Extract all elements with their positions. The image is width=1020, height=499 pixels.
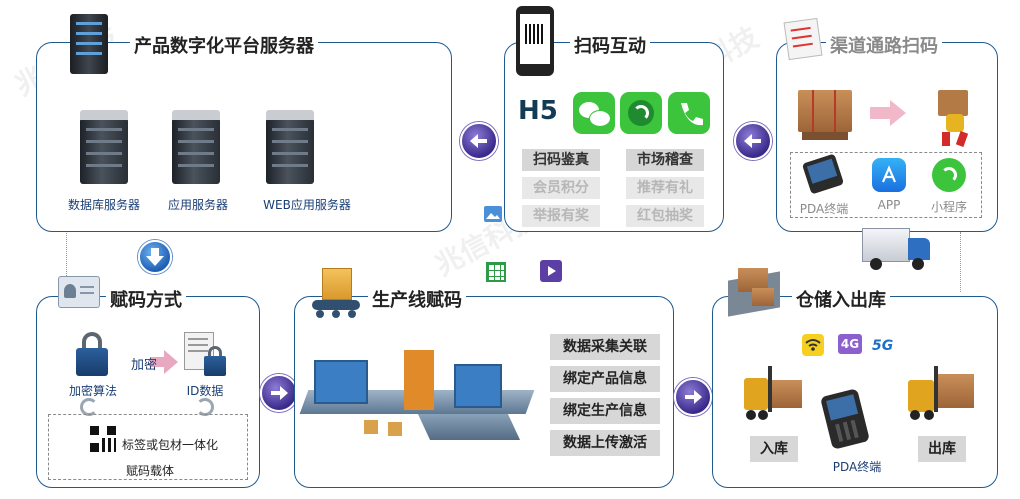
database-server-icon bbox=[80, 110, 128, 184]
scan-panel-title: 扫码互动 bbox=[570, 32, 650, 58]
mini-program-icon bbox=[620, 92, 662, 134]
flow-arrow-left-icon bbox=[734, 122, 772, 160]
coding-panel bbox=[36, 296, 260, 488]
5g-icon: 5G bbox=[872, 338, 894, 354]
encrypt-arrow-icon bbox=[150, 350, 178, 378]
wifi-icon bbox=[802, 334, 824, 356]
feature-authenticity: 扫码鉴真 bbox=[522, 149, 600, 171]
encrypt-label: 加密 bbox=[130, 358, 157, 373]
flow-arrow-right-icon bbox=[260, 374, 298, 412]
conveyor-box-icon bbox=[312, 268, 360, 318]
channel-panel-title: 渠道通路扫码 bbox=[826, 32, 942, 58]
flow-arrow-down-icon bbox=[138, 240, 172, 274]
encryption-algorithm-label: 加密算法 bbox=[68, 384, 117, 398]
step-bind-production: 绑定生产信息 bbox=[550, 398, 660, 424]
truck-icon bbox=[862, 224, 932, 274]
qr-code-icon bbox=[90, 426, 116, 452]
feature-member-points: 会员积分 bbox=[522, 177, 600, 199]
database-server-label: 数据库服务器 bbox=[67, 198, 140, 212]
mini-program-label: 小程序 bbox=[930, 200, 967, 214]
server-panel-title: 产品数字化平台服务器 bbox=[130, 32, 318, 58]
warehouse-panel-title: 仓储入出库 bbox=[792, 286, 890, 312]
id-card-icon bbox=[58, 276, 100, 308]
feature-report-reward: 举报有奖 bbox=[522, 205, 600, 227]
checklist-icon bbox=[783, 17, 823, 61]
step-bind-product: 绑定产品信息 bbox=[550, 366, 660, 392]
coding-carrier-box bbox=[48, 414, 248, 480]
step-upload-activate: 数据上传激活 bbox=[550, 430, 660, 456]
pda-terminal-label: PDA终端 bbox=[832, 460, 882, 474]
inbound-label: 入库 bbox=[750, 436, 798, 462]
flow-arrow-right-icon bbox=[674, 378, 712, 416]
carrier-label: 赋码载体 bbox=[125, 464, 174, 478]
wechat-icon bbox=[573, 92, 615, 134]
id-data-label: ID数据 bbox=[186, 384, 224, 398]
feature-market-audit: 市场稽查 bbox=[626, 149, 704, 171]
server-rack-icon bbox=[70, 14, 108, 74]
coding-panel-title: 赋码方式 bbox=[106, 286, 186, 312]
4g-icon: 4G bbox=[838, 334, 862, 354]
channel-devices-box bbox=[790, 152, 982, 218]
step-data-collection: 数据采集关联 bbox=[550, 334, 660, 360]
image-icon bbox=[484, 206, 502, 222]
feature-red-packet: 红包抽奖 bbox=[626, 205, 704, 227]
padlock-icon bbox=[76, 332, 108, 376]
video-icon bbox=[540, 260, 562, 282]
production-panel-title: 生产线赋码 bbox=[368, 286, 466, 312]
forklift-icon bbox=[908, 366, 974, 422]
document-lock-icon bbox=[184, 332, 226, 376]
pallet-boxes-icon bbox=[798, 90, 852, 140]
forklift-icon bbox=[744, 366, 802, 422]
app-server-icon bbox=[172, 110, 220, 184]
phone-call-icon bbox=[668, 92, 710, 134]
pda-label: PDA终端 bbox=[799, 202, 849, 216]
warehouse-icon bbox=[724, 264, 784, 317]
mini-program-icon bbox=[932, 158, 966, 192]
app-label: APP bbox=[877, 198, 901, 212]
web-server-label: WEB应用服务器 bbox=[263, 198, 351, 212]
connector-line bbox=[66, 228, 67, 278]
carrier-text-label: 标签或包材一体化 bbox=[122, 438, 219, 452]
phone-qr-icon bbox=[516, 6, 554, 76]
outbound-label: 出库 bbox=[918, 436, 966, 462]
flow-arrow-left-icon bbox=[460, 122, 498, 160]
h5-label: H5 bbox=[518, 96, 558, 126]
connector-line bbox=[960, 232, 961, 292]
app-server-label: 应用服务器 bbox=[167, 198, 228, 212]
web-server-icon bbox=[266, 110, 314, 184]
flow-arrow-icon bbox=[870, 100, 906, 130]
production-line-image bbox=[299, 350, 535, 450]
app-store-icon bbox=[872, 158, 906, 192]
delivery-person-icon bbox=[932, 86, 978, 147]
spreadsheet-icon bbox=[486, 262, 506, 282]
feature-referral: 推荐有礼 bbox=[626, 177, 704, 199]
